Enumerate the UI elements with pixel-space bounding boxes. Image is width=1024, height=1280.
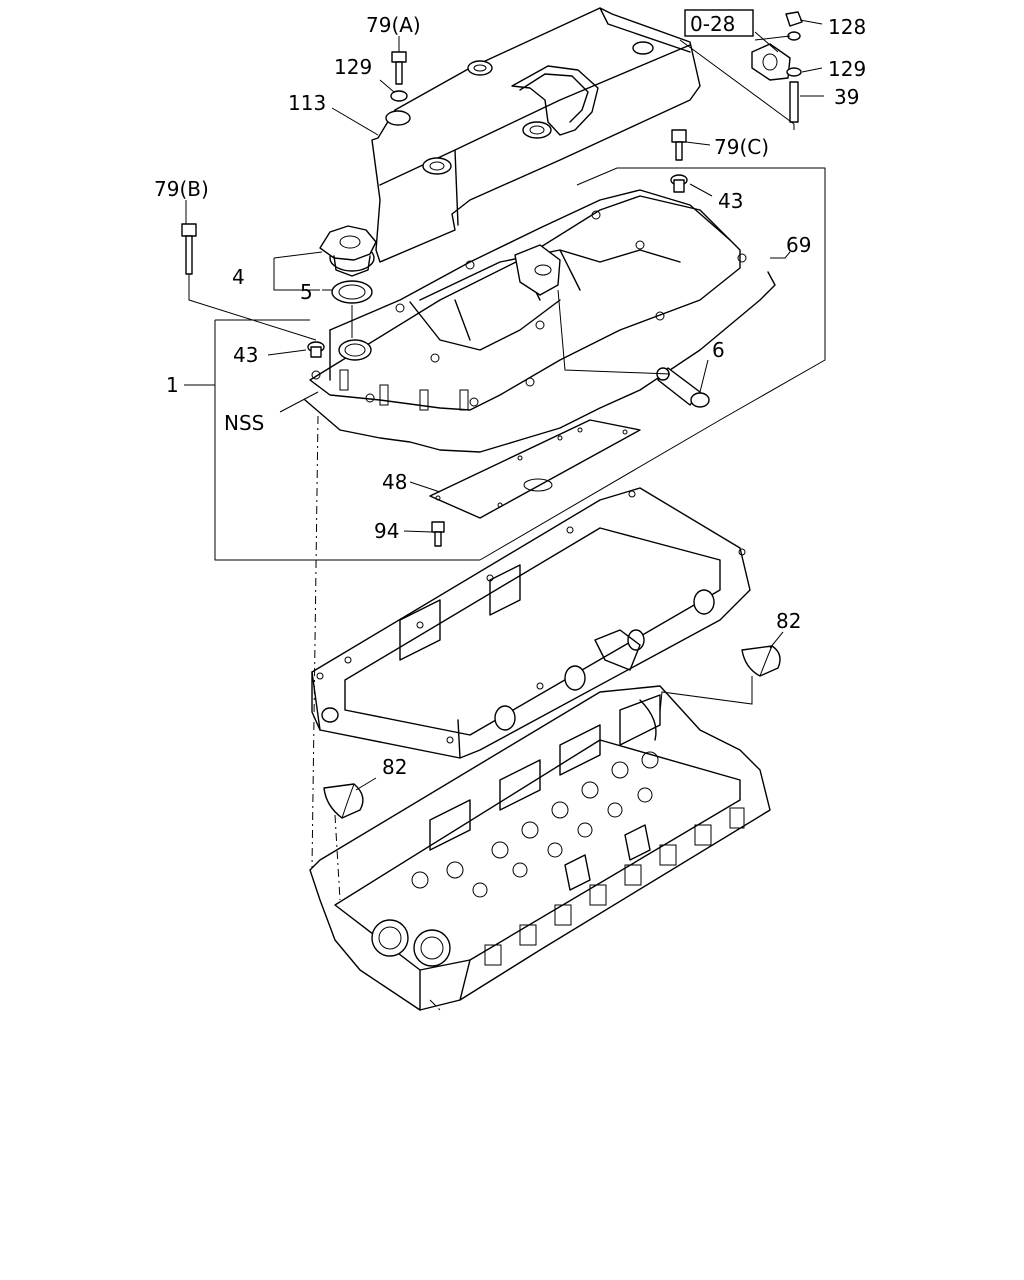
leader-lines — [184, 19, 826, 1011]
grommet-43-right — [670, 174, 688, 193]
stud-39 — [789, 81, 799, 123]
callout-39: 39 — [834, 85, 859, 109]
callout-1: 1 — [166, 373, 179, 397]
rocker-cover-gasket — [304, 271, 776, 453]
oil-filler-cap — [319, 225, 377, 277]
callout-ref-0-28: 0-28 — [690, 12, 735, 36]
callout-94: 94 — [374, 519, 399, 543]
nut-128 — [785, 11, 803, 27]
callout-129-top: 129 — [334, 55, 372, 79]
callout-79a: 79(A) — [366, 13, 421, 37]
callout-82-upper: 82 — [776, 609, 801, 633]
reference-box — [684, 9, 754, 37]
grommet-43-left — [307, 341, 325, 358]
callout-82-lower: 82 — [382, 755, 407, 779]
rocker-cover — [309, 189, 747, 411]
cover-plate — [429, 419, 641, 519]
callout-4: 4 — [232, 265, 245, 289]
mount-bracket — [751, 43, 791, 81]
callout-129-right: 129 — [828, 57, 866, 81]
callout-128: 128 — [828, 15, 866, 39]
bolt-79a — [391, 51, 407, 85]
callout-79b: 79(B) — [154, 177, 209, 201]
cylinder-head — [309, 685, 771, 1011]
engine-cover — [371, 7, 701, 263]
cam-carrier-frame — [311, 487, 751, 759]
callout-5: 5 — [300, 280, 313, 304]
callout-113: 113 — [288, 91, 326, 115]
callout-69: 69 — [786, 233, 811, 257]
half-moon-seal-lower — [323, 783, 364, 819]
callout-nss: NSS — [224, 411, 264, 435]
callout-48: 48 — [382, 470, 407, 494]
callout-43-right: 43 — [718, 189, 743, 213]
washer-129-right — [786, 67, 802, 77]
half-moon-seal-upper — [741, 645, 781, 677]
callout-79c: 79(C) — [714, 135, 769, 159]
callout-6: 6 — [712, 338, 725, 362]
bolt-94 — [431, 521, 445, 547]
callout-43-left: 43 — [233, 343, 258, 367]
bolt-79b — [181, 223, 197, 275]
washer-129-top — [390, 90, 408, 102]
oil-cap-seal — [331, 280, 373, 304]
bolt-79c — [671, 129, 687, 161]
